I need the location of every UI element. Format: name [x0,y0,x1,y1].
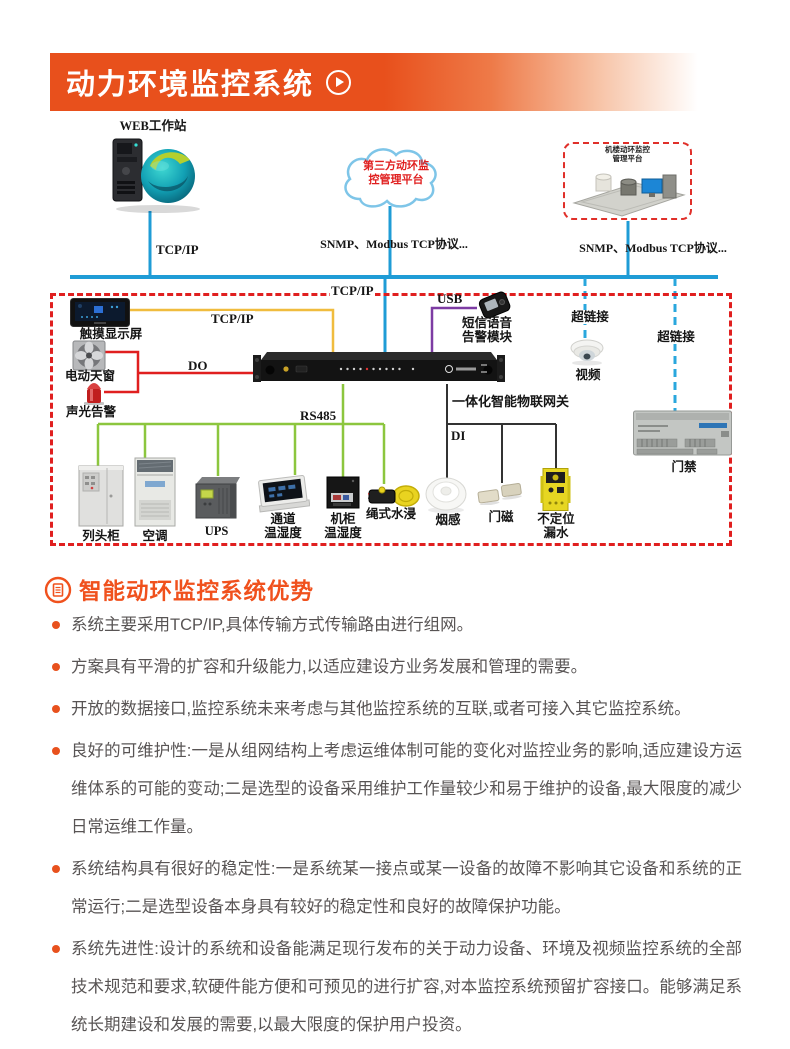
section-badge-icon [44,576,72,604]
ups-graphic [195,477,240,519]
bullet-icon [52,865,60,873]
list-item: 系统结构具有很好的稳定性:一是系统某一接点或某一设备的故障不影响其它设备和系统的… [50,850,742,926]
row-cabinet-graphic [78,465,124,527]
usb-label: USB [437,291,463,306]
smoke-detector-graphic [425,477,467,513]
gateway-label: 一体化智能物联网关 [452,394,570,409]
touch-tcpip-label: TCP/IP [210,311,255,327]
skylight-label: 电动天窗 [64,369,115,383]
bullet-icon [52,945,60,953]
ups-label: UPS [204,524,229,538]
row-cabinet-label: 列头柜 [82,529,120,543]
rs485-label: RS485 [300,408,337,423]
list-item-text: 系统主要采用TCP/IP,具体传输方式传输路由进行组网。 [71,616,474,634]
access-control-label: 门禁 [671,460,697,474]
smoke-detector-label: 烟感 [435,513,461,527]
cloud-snmp-label: SNMP、Modbus TCP协议... [320,237,468,251]
gateway-graphic [253,352,505,382]
list-item: 开放的数据接口,监控系统未来考虑与其他监控系统的互联,或者可接入其它监控系统。 [50,690,742,728]
web-tcpip-label: TCP/IP [156,242,199,257]
cabinet-th-graphic [326,476,360,509]
room-platform-graphic [572,173,686,217]
page-title: 动力环境监控系统 [66,69,315,101]
list-item-text: 良好的可维护性:一是从组网结构上考虑运维体制可能的变化对监控业务的影响,适应建设… [71,742,742,836]
bullet-icon [52,621,60,629]
platform-frame [563,142,692,220]
channel-th-graphic [258,475,310,513]
list-item: 系统先进性:设计的系统和设备能满足现行发布的关于动力设备、环境及视频监控系统的全… [50,930,742,1044]
architecture-diagram: WEB工作站 TCP/IP 第三方动 [50,119,732,546]
rope-leak-graphic [368,485,420,507]
list-item-text: 方案具有平滑的扩容和升级能力,以适应建设方业务发展和管理的需要。 [71,658,588,676]
spot-leak-label: 不定位 漏水 [537,512,575,540]
bus-tcpip-label: TCP/IP [330,283,375,299]
access-control-graphic [633,410,732,456]
video-hyperlink-label: 超链接 [566,310,614,324]
bullet-icon [52,747,60,755]
spot-leak-graphic [540,468,571,511]
channel-th-label: 通道 温湿度 [264,512,302,540]
air-conditioner-graphic [134,457,176,527]
alarm-label: 声光告警 [65,405,116,419]
list-item: 系统主要采用TCP/IP,具体传输方式传输路由进行组网。 [50,606,742,644]
third-party-cloud [344,148,437,208]
web-station-graphic [112,138,200,213]
advantages-list: 系统主要采用TCP/IP,具体传输方式传输路由进行组网。 方案具有平滑的扩容和升… [50,606,742,1048]
platform-snmp-label: SNMP、Modbus TCP协议... [579,241,727,255]
list-item-text: 系统结构具有很好的稳定性:一是系统某一接点或某一设备的故障不影响其它设备和系统的… [71,860,742,916]
touch-screen-graphic [70,298,130,327]
do-label: DO [188,358,208,373]
rope-leak-label: 绳式水浸 [365,507,416,521]
di-label: DI [451,428,466,443]
sms-module-label: 短信语音 告警模块 [462,316,513,344]
bullet-icon [52,705,60,713]
skylight-fan-graphic [72,340,106,371]
page-banner: 动力环境监控系统 [50,53,718,111]
touch-screen-label: 触摸显示屏 [79,327,143,341]
third-party-platform-label: 第三方动环监 控管理平台 [363,160,429,186]
access-hyperlink-label: 超链接 [652,330,700,344]
bullet-icon [52,663,60,671]
connection-lines [70,206,718,484]
air-conditioner-label: 空调 [142,529,168,543]
cabinet-th-label: 机柜 温湿度 [324,512,362,540]
list-item-text: 开放的数据接口,监控系统未来考虑与其他监控系统的互联,或者可接入其它监控系统。 [71,700,691,718]
sms-module-graphic [478,291,511,319]
video-label: 视频 [575,368,601,382]
list-item-text: 系统先进性:设计的系统和设备能满足现行发布的关于动力设备、环境及视频监控系统的全… [71,940,742,1034]
web-station-label: WEB工作站 [119,119,187,133]
door-magnet-graphic [477,483,522,505]
section-title: 智能动环监控系统优势 [79,579,315,604]
play-icon [326,69,352,95]
door-magnet-label: 门磁 [488,510,514,524]
room-platform-label: 机楼动环监控 管理平台 [605,145,650,163]
list-item: 方案具有平滑的扩容和升级能力,以适应建设方业务发展和管理的需要。 [50,648,742,686]
list-item: 良好的可维护性:一是从组网结构上考虑运维体制可能的变化对监控业务的影响,适应建设… [50,732,742,846]
dome-camera-graphic [570,339,604,366]
alarm-beacon-graphic [84,383,104,405]
